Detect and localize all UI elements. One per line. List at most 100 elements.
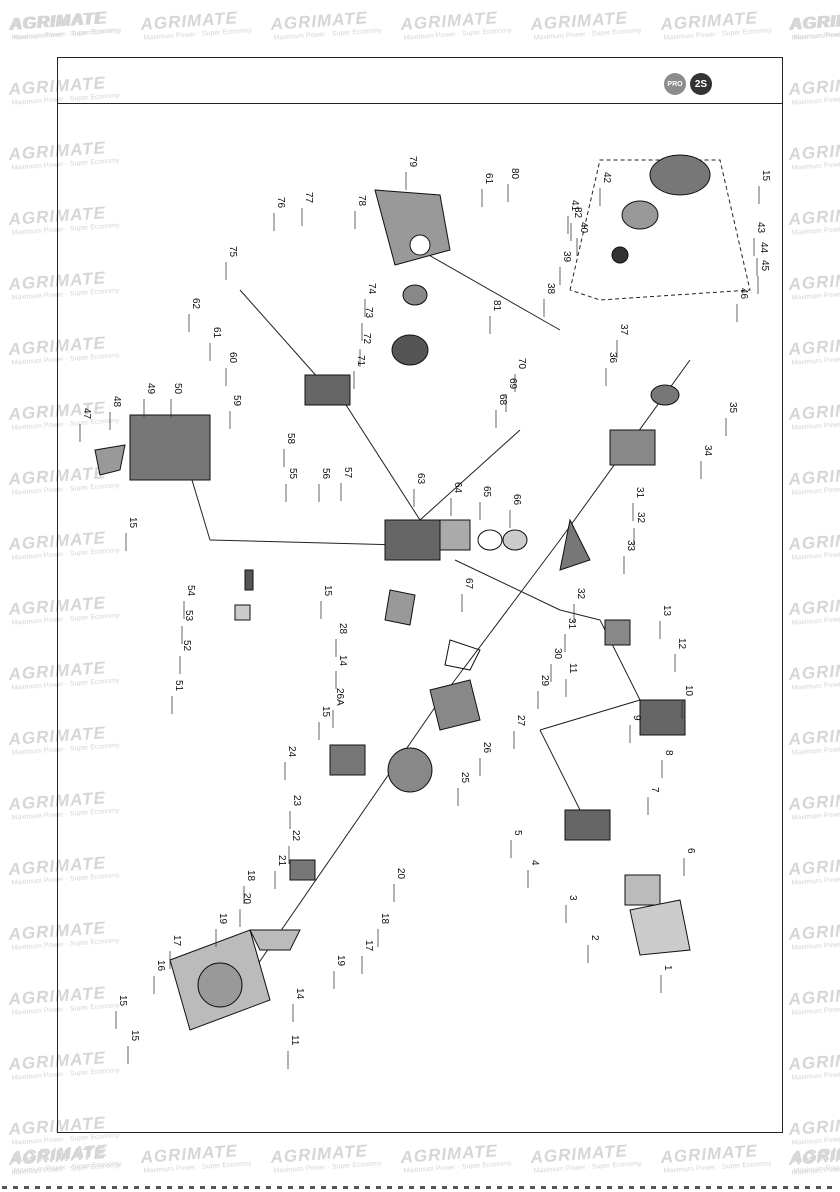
edge-tick: [332, 1186, 337, 1189]
part-number-label: 25: [459, 772, 470, 784]
part-number-label: 72: [361, 333, 372, 345]
edge-tick: [585, 1186, 590, 1189]
edge-tick: [563, 1186, 568, 1189]
part-number-label: 15: [127, 517, 138, 529]
edge-tick: [475, 1186, 480, 1189]
part-number-label: 26: [481, 742, 492, 754]
edge-tick: [431, 1186, 436, 1189]
edge-tick: [816, 1186, 821, 1189]
edge-tick: [618, 1186, 623, 1189]
part-number-label: 31: [566, 618, 577, 630]
edge-tick: [717, 1186, 722, 1189]
part-number-label: 8: [663, 750, 674, 756]
part-number-label: 64: [452, 482, 463, 494]
edge-tick: [530, 1186, 535, 1189]
edge-tick: [68, 1186, 73, 1189]
edge-tick: [101, 1186, 106, 1189]
edge-tick: [651, 1186, 656, 1189]
part-number-label: 15: [129, 1030, 140, 1042]
part-number-label: 27: [515, 715, 526, 727]
part-number-label: 36: [607, 352, 618, 364]
edge-tick: [772, 1186, 777, 1189]
edge-tick: [266, 1186, 271, 1189]
edge-tick: [519, 1186, 524, 1189]
part-number-label: 32: [575, 588, 586, 600]
edge-tick: [739, 1186, 744, 1189]
part-number-label: 15: [760, 170, 771, 182]
edge-tick: [607, 1186, 612, 1189]
part-number-label: 67: [463, 578, 474, 590]
edge-tick: [662, 1186, 667, 1189]
part-number-label: 47: [81, 408, 92, 420]
part-number-label: 63: [415, 473, 426, 485]
part-number-label: 35: [727, 402, 738, 414]
edge-tick: [673, 1186, 678, 1189]
edge-tick: [420, 1186, 425, 1189]
header-divider: [57, 103, 783, 104]
part-number-label: 55: [287, 468, 298, 480]
part-number-label: 5: [512, 830, 523, 836]
edge-tick: [552, 1186, 557, 1189]
part-number-label: 45: [759, 260, 770, 272]
part-number-label: 17: [171, 935, 182, 947]
part-number-label: 66: [511, 494, 522, 506]
part-number-label: 49: [145, 383, 156, 395]
part-number-label: 69: [507, 378, 518, 390]
part-number-label: 29: [539, 675, 550, 687]
part-number-label: 6: [685, 848, 696, 854]
part-number-label: 75: [227, 246, 238, 258]
edge-tick: [574, 1186, 579, 1189]
part-number-label: 43: [755, 222, 766, 234]
edge-tick: [497, 1186, 502, 1189]
edge-tick: [805, 1186, 810, 1189]
edge-tick: [354, 1186, 359, 1189]
part-number-label: 71: [355, 355, 366, 367]
edge-tick: [453, 1186, 458, 1189]
edge-tick: [2, 1186, 7, 1189]
part-number-label: 18: [379, 913, 390, 925]
part-number-label: 38: [545, 283, 556, 295]
edge-tick: [112, 1186, 117, 1189]
edge-tick: [167, 1186, 172, 1189]
edge-tick: [35, 1186, 40, 1189]
part-number-label: 51: [173, 680, 184, 692]
part-number-label: 15: [322, 585, 333, 597]
part-number-label: 62: [190, 298, 201, 310]
part-number-label: 61: [483, 173, 494, 185]
part-number-label: 57: [342, 467, 353, 479]
part-number-label: 73: [363, 307, 374, 319]
edge-tick: [277, 1186, 282, 1189]
page-frame: [57, 57, 783, 1133]
part-number-label: 19: [335, 955, 346, 967]
part-number-label: 19: [217, 913, 228, 925]
edge-tick: [640, 1186, 645, 1189]
edge-tick: [222, 1186, 227, 1189]
part-number-label: 28: [337, 623, 348, 635]
part-number-label: 61: [211, 327, 222, 339]
part-number-label: 15: [320, 706, 331, 718]
edge-tick: [255, 1186, 260, 1189]
edge-tick: [376, 1186, 381, 1189]
edge-tick: [541, 1186, 546, 1189]
edge-tick: [596, 1186, 601, 1189]
part-number-label: 15: [117, 995, 128, 1007]
bottom-edge-marks: [2, 1186, 832, 1189]
part-number-label: 42: [601, 172, 612, 184]
part-number-label: 3: [567, 895, 578, 901]
part-number-label: 34: [702, 445, 713, 457]
part-number-label: 60: [227, 352, 238, 364]
edge-tick: [761, 1186, 766, 1189]
edge-tick: [508, 1186, 513, 1189]
edge-tick: [57, 1186, 62, 1189]
edge-tick: [123, 1186, 128, 1189]
part-number-label: 58: [285, 433, 296, 445]
part-number-label: 17: [363, 940, 374, 952]
part-number-label: 46: [738, 288, 749, 300]
part-number-label: 7: [649, 787, 660, 793]
part-number-label: 30: [552, 648, 563, 660]
edge-tick: [233, 1186, 238, 1189]
pro-badge: PRO: [664, 73, 686, 95]
part-number-label: 53: [183, 610, 194, 622]
edge-tick: [46, 1186, 51, 1189]
edge-tick: [794, 1186, 799, 1189]
